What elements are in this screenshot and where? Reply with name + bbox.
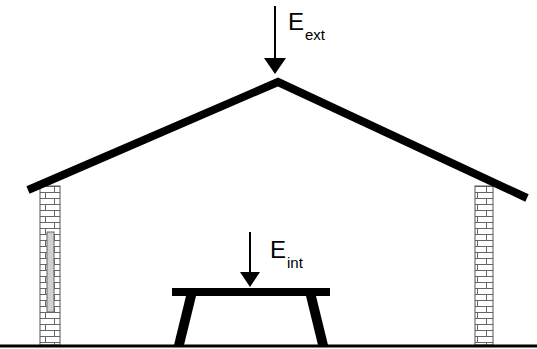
- roof: [28, 82, 527, 198]
- table-leg: [306, 296, 328, 345]
- symbol-subscript: int: [287, 255, 303, 270]
- symbol-subscript: ext: [305, 27, 325, 42]
- window-strip: [47, 232, 54, 312]
- table-leg: [174, 296, 196, 345]
- irradiance-arrow: [274, 6, 276, 62]
- arrow-head: [240, 272, 260, 287]
- irradiance-arrow: [249, 232, 251, 274]
- brick-pillar: [40, 186, 60, 345]
- brick-pillar: [475, 186, 493, 345]
- arrow-head: [264, 58, 286, 74]
- ground-line: [0, 345, 537, 348]
- symbol-letter: E: [270, 238, 286, 262]
- table-top: [172, 288, 330, 296]
- symbol-letter: E: [288, 10, 304, 34]
